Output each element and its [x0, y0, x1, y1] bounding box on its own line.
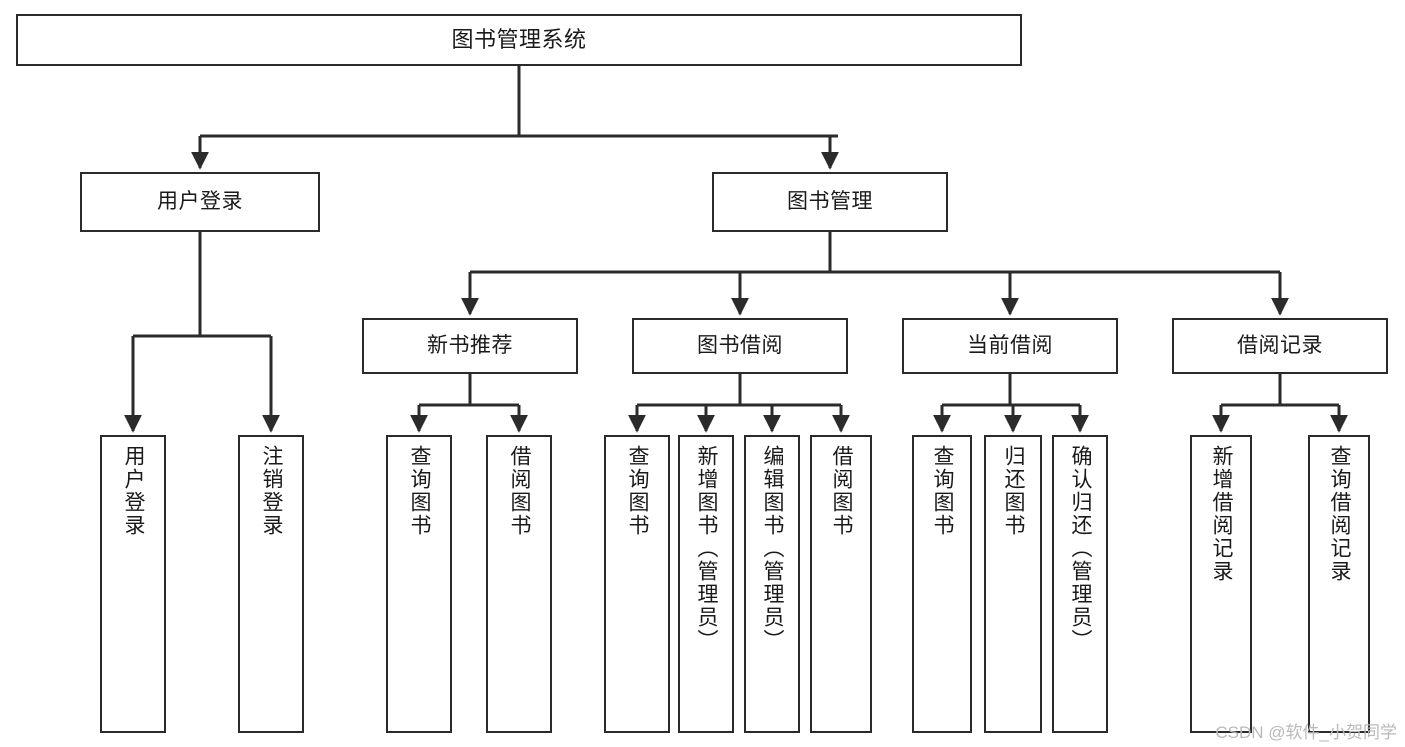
node-current-borrow-label: 当前借阅: [967, 334, 1053, 358]
node-book-borrow-label: 图书借阅: [697, 334, 783, 358]
node-borrow-record[interactable]: 借阅记录: [1172, 318, 1388, 374]
node-leaf-add-borrow-record[interactable]: 新增借阅记录: [1190, 435, 1252, 733]
node-leaf-user-login[interactable]: 用户登录: [100, 435, 166, 733]
node-new-book-recommend[interactable]: 新书推荐: [362, 318, 578, 374]
node-book-manage-label: 图书管理: [787, 190, 873, 214]
node-leaf-add-book-admin[interactable]: 新增图书（管理员）: [678, 435, 734, 733]
node-leaf-confirm-return-admin[interactable]: 确认归还（管理员）: [1052, 435, 1108, 733]
node-leaf-query-borrow-record[interactable]: 查询借阅记录: [1308, 435, 1370, 733]
node-leaf-borrow-book-2[interactable]: 借阅图书: [810, 435, 872, 733]
node-root[interactable]: 图书管理系统: [16, 14, 1022, 66]
node-leaf-confirm-return-admin-label: 确认归还（管理员）: [1069, 445, 1093, 652]
node-book-borrow[interactable]: 图书借阅: [632, 318, 848, 374]
node-leaf-query-book-3-label: 查询图书: [931, 445, 955, 537]
node-leaf-logout-login-label: 注销登录: [260, 445, 284, 537]
node-borrow-record-label: 借阅记录: [1237, 334, 1323, 358]
node-leaf-query-borrow-record-label: 查询借阅记录: [1328, 445, 1352, 583]
node-book-manage[interactable]: 图书管理: [712, 172, 948, 232]
node-new-book-recommend-label: 新书推荐: [427, 334, 513, 358]
csdn-watermark: CSDN @软件_小贺同学: [1215, 723, 1397, 742]
node-leaf-logout-login[interactable]: 注销登录: [238, 435, 304, 733]
node-leaf-query-book-3[interactable]: 查询图书: [912, 435, 972, 733]
node-current-borrow[interactable]: 当前借阅: [902, 318, 1118, 374]
node-leaf-edit-book-admin-label: 编辑图书（管理员）: [761, 445, 785, 652]
node-leaf-return-book[interactable]: 归还图书: [984, 435, 1042, 733]
node-leaf-user-login-label: 用户登录: [122, 445, 146, 537]
node-leaf-return-book-label: 归还图书: [1002, 445, 1026, 537]
node-leaf-add-book-admin-label: 新增图书（管理员）: [695, 445, 719, 652]
node-leaf-edit-book-admin[interactable]: 编辑图书（管理员）: [744, 435, 800, 733]
node-leaf-query-book-2[interactable]: 查询图书: [604, 435, 670, 733]
node-user-login-label: 用户登录: [157, 190, 243, 214]
node-leaf-query-book-2-label: 查询图书: [626, 445, 650, 537]
node-leaf-borrow-book-1-label: 借阅图书: [508, 445, 532, 537]
node-leaf-borrow-book-1[interactable]: 借阅图书: [486, 435, 552, 733]
node-user-login[interactable]: 用户登录: [80, 172, 320, 232]
node-leaf-add-borrow-record-label: 新增借阅记录: [1210, 445, 1234, 583]
node-leaf-query-book-1[interactable]: 查询图书: [386, 435, 452, 733]
node-root-label: 图书管理系统: [451, 26, 587, 52]
node-leaf-query-book-1-label: 查询图书: [408, 445, 432, 537]
node-leaf-borrow-book-2-label: 借阅图书: [830, 445, 854, 537]
